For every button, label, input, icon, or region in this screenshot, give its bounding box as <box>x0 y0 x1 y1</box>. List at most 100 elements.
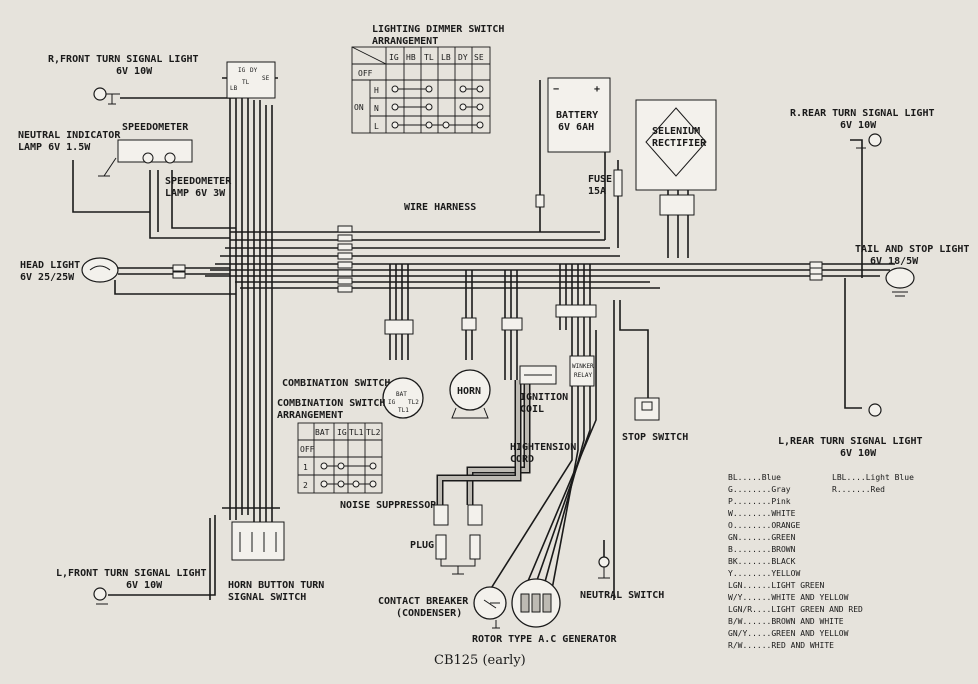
combo-row-2: 2 <box>303 481 308 490</box>
svg-text:R.REAR TURN SIGNAL LIGHT: R.REAR TURN SIGNAL LIGHT <box>790 108 935 119</box>
dimmer-switch-arrangement: LIGHTING DIMMER SWITCH ARRANGEMENT IG HB… <box>351 24 504 134</box>
svg-text:SE: SE <box>262 75 270 82</box>
dimmer-switch-connector: IG DY SE LB TL <box>226 61 276 99</box>
legend-code: LGN <box>728 581 743 590</box>
dimmer-col-dy: DY <box>458 53 468 62</box>
legend-left-column: BL.....Blue G........Gray P........Pink … <box>728 473 863 650</box>
svg-text:BAT: BAT <box>396 391 407 398</box>
legend-code: BK <box>728 557 738 566</box>
legend-code: W <box>728 509 733 518</box>
legend-code: P <box>728 497 733 506</box>
svg-text:15A: 15A <box>588 186 606 197</box>
svg-text:RECTIFIER: RECTIFIER <box>652 138 707 149</box>
combination-switch: COMBINATION SWITCH BAT IG TL2 TL1 <box>282 377 424 419</box>
legend-name: YELLOW <box>771 569 800 578</box>
harness-connectors <box>172 194 823 335</box>
dimmer-col-ig: IG <box>389 53 399 62</box>
svg-text:HORN BUTTON TURN: HORN BUTTON TURN <box>228 580 324 591</box>
legend-code: GN <box>728 533 738 542</box>
svg-text:HIGHTENSION: HIGHTENSION <box>510 442 576 453</box>
svg-text:NEUTRAL SWITCH: NEUTRAL SWITCH <box>580 590 664 601</box>
svg-text:FUSE: FUSE <box>588 174 612 185</box>
legend-code: LGN/R <box>728 605 752 614</box>
rotor-generator: ROTOR TYPE A.C GENERATOR <box>472 578 617 645</box>
svg-text:GN.......GREEN: GN.......GREEN <box>728 533 796 542</box>
svg-text:W/Y......WHITE AND YELLOW: W/Y......WHITE AND YELLOW <box>728 593 849 602</box>
dimmer-col-hb: HB <box>406 53 416 62</box>
battery: − + BATTERY 6V 6AH <box>547 77 611 153</box>
legend-name: Blue <box>762 473 781 482</box>
combo-col-tl2: TL2 <box>366 428 381 437</box>
svg-text:TAIL AND STOP LIGHT: TAIL AND STOP LIGHT <box>855 244 969 255</box>
svg-text:ARRANGEMENT: ARRANGEMENT <box>277 410 343 421</box>
legend-name: Red <box>871 485 886 494</box>
legend-right-column: LBL....Light Blue R.......Red <box>832 473 914 494</box>
svg-text:IGNITION: IGNITION <box>520 392 568 403</box>
dimmer-row-h: H <box>374 86 379 95</box>
legend-name: Light Blue <box>866 473 914 482</box>
svg-text:BATTERY: BATTERY <box>556 110 598 121</box>
dimmer-col-lb: LB <box>441 53 451 62</box>
legend-code: B <box>728 545 733 554</box>
legend-name: LIGHT GREEN <box>771 581 824 590</box>
legend-code: LBL <box>832 473 847 482</box>
diagram-caption: CB125 (early) <box>434 653 526 668</box>
combo-col-ig: IG <box>337 428 347 437</box>
svg-text:R,FRONT TURN SIGNAL LIGHT: R,FRONT TURN SIGNAL LIGHT <box>48 54 199 65</box>
combo-row-off: OFF <box>300 445 315 454</box>
svg-text:PLUG: PLUG <box>410 540 434 551</box>
legend-code: GN/Y <box>728 629 747 638</box>
rr-turn-signal-light: R.REAR TURN SIGNAL LIGHT 6V 10W <box>790 108 935 149</box>
svg-text:COIL: COIL <box>520 404 544 415</box>
svg-text:BK.......BLACK: BK.......BLACK <box>728 557 796 566</box>
legend-name: Pink <box>771 497 790 506</box>
svg-text:RELAY: RELAY <box>574 372 592 379</box>
legend-name: WHITE AND YELLOW <box>771 593 848 602</box>
legend-name: Gray <box>771 485 790 494</box>
svg-text:LB: LB <box>230 85 238 92</box>
stop-switch: STOP SWITCH <box>622 397 688 443</box>
svg-text:P........Pink: P........Pink <box>728 497 791 506</box>
svg-text:6V 10W: 6V 10W <box>116 66 153 77</box>
combination-switch-arrangement: COMBINATION SWITCH ARRANGEMENT BAT IG TL… <box>277 398 385 494</box>
horn-button-turn-signal-switch: HORN BUTTON TURN SIGNAL SWITCH <box>228 521 324 603</box>
dimmer-row-n: N <box>374 104 379 113</box>
dimmer-col-tl: TL <box>424 53 434 62</box>
legend-code: Y <box>728 569 733 578</box>
speedometer: SPEEDOMETER <box>117 122 193 164</box>
svg-text:TL1: TL1 <box>398 407 409 414</box>
svg-text:GN/Y.....GREEN AND YELLOW: GN/Y.....GREEN AND YELLOW <box>728 629 849 638</box>
legend-code: O <box>728 521 733 530</box>
svg-text:B/W......BROWN AND WHITE: B/W......BROWN AND WHITE <box>728 617 844 626</box>
svg-text:IG: IG <box>238 67 246 74</box>
svg-text:6V 25/25W: 6V 25/25W <box>20 272 75 283</box>
svg-text:ROTOR TYPE A.C GENERATOR: ROTOR TYPE A.C GENERATOR <box>472 634 617 645</box>
svg-text:COMBINATION SWITCH: COMBINATION SWITCH <box>277 398 385 409</box>
contact-breaker: CONTACT BREAKER (CONDENSER) <box>378 586 507 629</box>
svg-text:STOP SWITCH: STOP SWITCH <box>622 432 688 443</box>
dimmer-row-on: ON <box>354 103 364 112</box>
combo-col-tl1: TL1 <box>349 428 364 437</box>
svg-text:R/W......RED AND WHITE: R/W......RED AND WHITE <box>728 641 834 650</box>
legend-code: W/Y <box>728 593 743 602</box>
head-light: HEAD LIGHT 6V 25/25W <box>20 257 119 283</box>
neutral-indicator-lamp: NEUTRAL INDICATOR LAMP 6V 1.5W <box>18 130 121 177</box>
lf-turn-signal-light: L,FRONT TURN SIGNAL LIGHT 6V 10W <box>56 568 207 605</box>
legend-name: WHITE <box>771 509 795 518</box>
speedometer-lamp: SPEEDOMETER LAMP 6V 3W <box>165 176 232 199</box>
color-code-legend: BL.....Blue G........Gray P........Pink … <box>728 473 914 650</box>
dimmer-col-se: SE <box>474 53 484 62</box>
legend-name: BROWN <box>771 545 795 554</box>
tail-and-stop-light: TAIL AND STOP LIGHT 6V 18/5W <box>855 244 969 297</box>
svg-text:6V 10W: 6V 10W <box>840 120 877 131</box>
svg-text:WINKER: WINKER <box>572 363 594 370</box>
svg-text:+: + <box>594 84 600 95</box>
svg-text:6V 18/5W: 6V 18/5W <box>870 256 919 267</box>
svg-text:LBL....Light Blue: LBL....Light Blue <box>832 473 914 482</box>
svg-text:COMBINATION SWITCH: COMBINATION SWITCH <box>282 378 390 389</box>
legend-name: GREEN AND YELLOW <box>771 629 848 638</box>
svg-text:LGN......LIGHT GREEN: LGN......LIGHT GREEN <box>728 581 825 590</box>
svg-text:CORD: CORD <box>510 454 534 465</box>
ignition-coil: IGNITION COIL <box>519 365 568 415</box>
